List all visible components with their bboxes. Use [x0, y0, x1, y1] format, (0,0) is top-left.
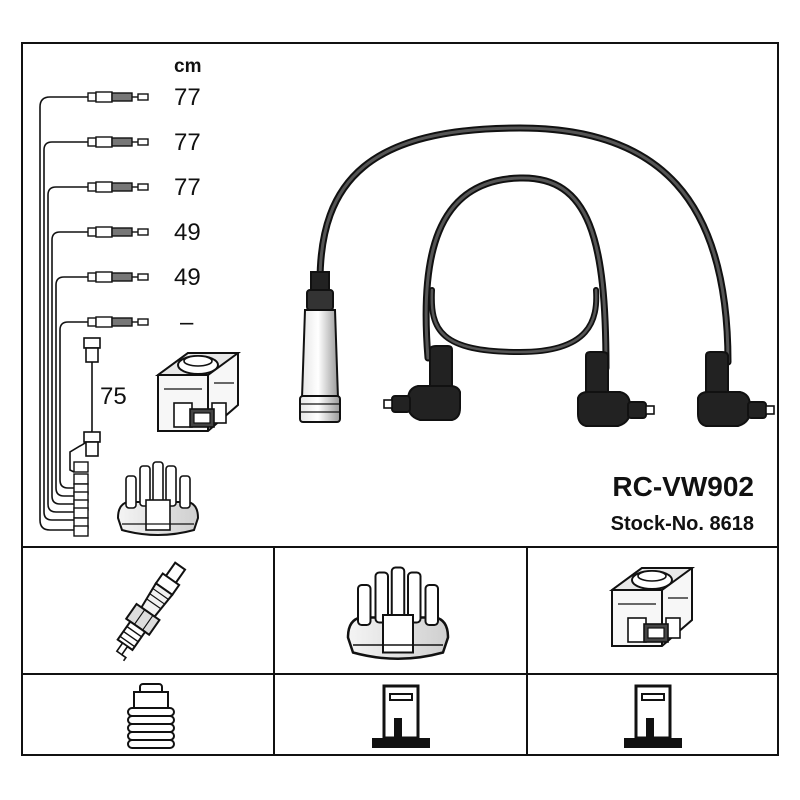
- lead-length-1: 77: [174, 84, 201, 111]
- lead-length-6: –: [180, 309, 194, 336]
- cap-connector-icon: [372, 684, 430, 748]
- straight-plug-boot: [299, 271, 341, 423]
- length-unit: cm: [174, 56, 201, 77]
- coil-lead-length: 75: [100, 383, 127, 410]
- ignition-lead-set: [316, 124, 732, 372]
- model-number: RC-VW902: [612, 471, 754, 502]
- distributor-cap-icon-large: [346, 566, 450, 660]
- coil-lead: [83, 337, 101, 457]
- lead-connectors: [87, 91, 149, 328]
- angled-plug-boot-1: [383, 345, 461, 421]
- distributor-cap-icon: [117, 461, 199, 536]
- angled-plug-boot-3: [697, 351, 775, 427]
- ignition-coil-icon: [157, 352, 239, 432]
- cap-end-terminals: [73, 461, 89, 537]
- angled-plug-boot-2: [577, 351, 655, 427]
- ignition-coil-icon-large: [611, 567, 693, 647]
- stock-number: Stock-No. 8618: [611, 513, 754, 535]
- outer-frame: [21, 42, 779, 756]
- spark-plug-icon: [115, 561, 187, 662]
- plug-connector-icon: [127, 683, 175, 749]
- lead-length-2: 77: [174, 129, 201, 156]
- lead-length-4: 49: [174, 219, 201, 246]
- lead-list: [39, 96, 93, 531]
- coil-connector-icon: [624, 684, 682, 748]
- lead-length-5: 49: [174, 264, 201, 291]
- lead-length-3: 77: [174, 174, 201, 201]
